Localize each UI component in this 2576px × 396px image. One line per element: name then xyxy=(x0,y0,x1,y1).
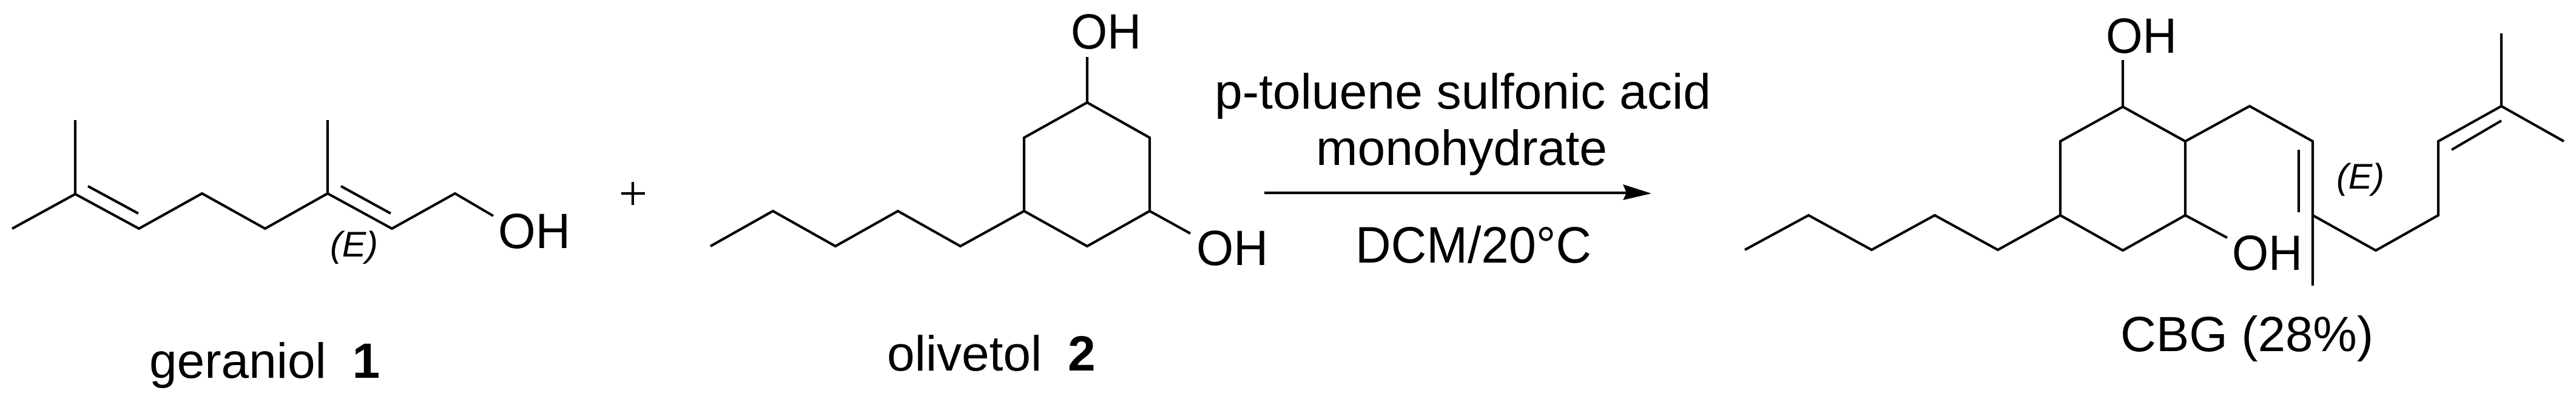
condition-reagent-line-1: p-toluene sulfonic acid xyxy=(1215,64,1711,119)
olivetol-caption: olivetol 2 xyxy=(887,326,1096,381)
cbg-hydroxyl-bottom-label: OH xyxy=(2232,226,2302,281)
geraniol-double-bond-inner-2 xyxy=(340,185,392,215)
cbg-structure: OH OH (E) xyxy=(1744,8,2565,286)
cbg-hydroxyl-top-label: OH xyxy=(2106,8,2177,64)
condition-solvent-temperature: DCM/20°C xyxy=(1355,216,1591,274)
olivetol-pentyl-chain xyxy=(709,209,1025,248)
geraniol-compound-number: 1 xyxy=(352,334,380,389)
cbg-oh-bond-bottom xyxy=(2185,214,2228,239)
olivetol-name: olivetol xyxy=(887,326,1042,381)
geraniol-structure: OH (E) xyxy=(11,120,570,264)
reaction-arrow xyxy=(1264,184,1651,200)
cbg-double-bond-inner-2 xyxy=(2450,119,2503,151)
geraniol-name: geraniol xyxy=(149,334,326,389)
cbg-caption: CBG (28%) xyxy=(2120,307,2373,362)
olivetol-structure: OH OH xyxy=(709,4,1268,276)
geraniol-hydroxyl-label: OH xyxy=(498,204,570,259)
condition-reagent-line-2: monohydrate xyxy=(1316,121,1607,176)
cbg-stereo-label: (E) xyxy=(2336,157,2384,196)
olivetol-oh-bond-bottom xyxy=(1148,210,1192,235)
olivetol-ring xyxy=(1022,101,1151,248)
arrow-head xyxy=(1623,184,1651,200)
plus-sign xyxy=(621,182,645,205)
cbg-ring xyxy=(2058,105,2187,252)
olivetol-compound-number: 2 xyxy=(1068,326,1096,381)
olivetol-hydroxyl-top-label: OH xyxy=(1071,4,1141,59)
geraniol-stereo-label: (E) xyxy=(330,225,378,264)
olivetol-hydroxyl-bottom-label: OH xyxy=(1196,221,1268,276)
cbg-pentyl-chain xyxy=(1744,213,2062,252)
cbg-geranyl-chain xyxy=(2184,104,2565,252)
geraniol-double-bond-inner-1 xyxy=(87,185,140,215)
geraniol-caption: geraniol 1 xyxy=(149,334,380,389)
geraniol-skeleton xyxy=(11,192,494,230)
